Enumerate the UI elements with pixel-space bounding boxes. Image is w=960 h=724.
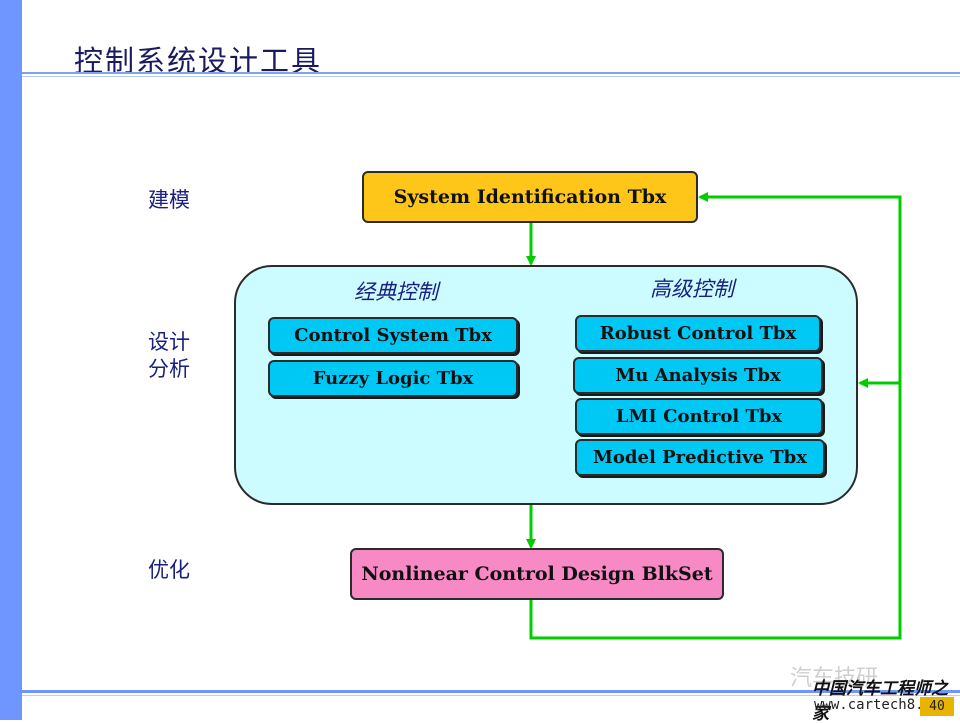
- watermark-site-name: 中国汽车工程师之家: [812, 679, 948, 724]
- watermark-url: www.cartech8.com: [814, 697, 949, 713]
- toolbox-control-system: Control System Tbx: [268, 317, 518, 354]
- toolbox-mu-analysis: Mu Analysis Tbx: [573, 357, 823, 394]
- toolbox-model-predictive: Model Predictive Tbx: [575, 439, 825, 476]
- left-accent-bar: [0, 0, 22, 720]
- title-rule: [22, 72, 960, 74]
- toolbox-robust-control: Robust Control Tbx: [575, 315, 821, 352]
- stage-label-modeling: 建模: [148, 188, 190, 212]
- stage-label-optimization: 优化: [148, 558, 190, 582]
- feedback-loop-line: [529, 192, 902, 640]
- advanced-control-heading: 高级控制: [650, 277, 734, 301]
- footer-rule: [22, 690, 960, 693]
- watermark-channel: 汽车技研: [790, 666, 879, 691]
- nonlinear-control-design-box: Nonlinear Control Design BlkSet: [350, 548, 724, 600]
- system-identification-box: System Identification Tbx: [362, 171, 698, 223]
- toolbox-lmi-control: LMI Control Tbx: [575, 398, 823, 435]
- classic-control-heading: 经典控制: [354, 280, 438, 304]
- footer-rule-thin: [22, 695, 960, 696]
- stage-label-design-line2: 分析: [148, 357, 190, 381]
- stage-label-design-line1: 设计: [148, 330, 190, 354]
- toolbox-fuzzy-logic: Fuzzy Logic Tbx: [268, 360, 518, 397]
- title-rule-thin: [22, 76, 960, 77]
- page-number: 40: [920, 697, 954, 716]
